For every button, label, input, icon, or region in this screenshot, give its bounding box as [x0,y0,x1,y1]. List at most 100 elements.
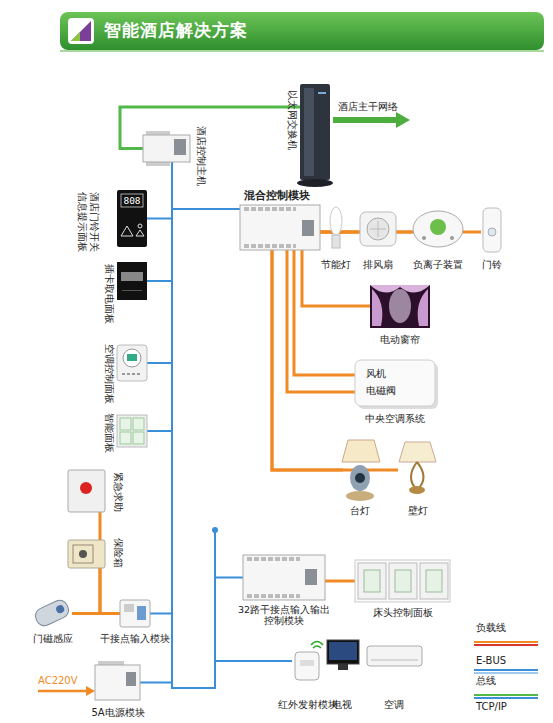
bedside-panel-device-part [358,563,386,599]
smart-panel-device-part [133,418,144,430]
header-bar-part [60,12,544,50]
ac-panel-device-part [127,354,137,361]
desk-lamp-device-part [350,465,370,491]
wall-lamp-device [399,442,436,494]
ionizer-device-part [450,236,454,240]
legend-swatch-line [474,672,538,674]
doorbell-panel-device-part [136,230,144,236]
smart-panel-device-part [120,418,131,430]
ionizer-device [413,211,463,247]
node-label: 壁灯 [398,505,438,517]
io-module-device-part [243,555,325,600]
io-module-device-part [247,594,300,598]
curtain-device-part [370,285,430,293]
backbone-arrow [333,112,410,128]
wire-connector [72,612,120,615]
dry-contact-module-device [120,600,150,627]
bedside-panel-device-part [364,570,380,592]
node-label: 以太网交换机 [286,90,298,170]
safe-device-part [68,540,105,568]
desk-lamp-device [342,440,380,501]
wire-connector [302,250,370,306]
smart-panel-device-part [117,415,147,447]
bus-junction [212,527,218,580]
header-bar-part [60,50,544,52]
device-node: 门铃 [481,207,503,252]
emergency-button-device [68,470,105,512]
device-node: 门磁感应 [33,598,72,628]
bus-junction-part [214,530,216,580]
tv-device-part [327,640,359,664]
annotation-label: 酒店主干网络 [338,101,418,113]
mixed-module-device-part [244,244,296,248]
switch-device-part [297,179,333,187]
wire-connector [272,250,343,470]
power-module-device [95,661,140,700]
doorbell-device [483,208,501,252]
device-node: 空调 [367,645,422,668]
node-label: 混合控制模块 [244,189,334,202]
device-node: 台灯 [343,440,378,502]
wire-connector [172,162,243,688]
infrared-device-part [295,652,319,680]
node-label: 32路干接点输入输出 控制模块 [232,604,336,627]
legend-swatch [474,695,538,698]
legend-swatch [474,670,538,673]
wire-connector [287,250,355,392]
central-ac-box-part [355,360,435,406]
bedside-panel-device [355,560,450,602]
device-node: 干接点输入模块 [120,600,150,627]
power-module-device-part [126,672,136,686]
air-conditioner-device-part [367,646,422,666]
switch-device-part [318,92,326,94]
device-node: 床头控制面板 [355,560,450,602]
wire-connector [147,162,172,219]
power-module-device-part [95,665,140,700]
device-node: 风机电磁阀中央空调系统 [355,360,435,406]
card-panel-device-part [122,290,142,291]
annotation-label: AC220V [38,675,98,687]
node-label: 排风扇 [358,259,398,271]
legend-swatch-line [474,669,538,671]
header-bar [60,12,544,52]
node-label: 保险箱 [112,538,124,572]
device-node: 智能面板 [117,415,147,447]
infrared-device-part [300,660,314,666]
curtain-device-part [389,289,411,323]
annotation-label: 808 [119,195,145,206]
ac-panel-device-part [117,345,147,381]
doorbell-panel-device-part [121,226,133,236]
io-module-device [243,555,325,600]
doorbell-panel-device-part [117,190,147,247]
wall-lamp-device-part [411,462,424,490]
control-host-device-part [146,162,170,166]
node-label: 酒店门铃开关 信息提示面板 [76,192,100,258]
bulb-device [330,207,342,248]
io-module-device-part [247,557,300,561]
switch-device-part [300,84,330,180]
doorbell-device-part [483,208,501,252]
door-sensor-device [33,598,71,629]
wall-lamp-device-part [399,442,436,462]
backbone-arrow-part [333,112,410,128]
legend-swatch [474,642,538,645]
device-node: 紧急求助 [68,470,105,512]
legend-text: 负载线 [476,622,538,634]
header-bar-part [71,32,80,41]
doorbell-panel-device-part [138,224,142,228]
node-label: 门磁感应 [18,633,88,645]
ac220v-arrow-part [38,690,88,693]
device-node: 排风扇 [358,208,398,250]
switch-device-part [304,88,314,176]
control-host-device-part [174,139,186,155]
curtain-device-part [370,285,430,328]
node-label: 酒店控制主机 [195,126,207,196]
device-node: 以太网交换机 [300,84,330,180]
fan-device [360,212,396,246]
device-node: 酒店控制主机 [143,135,190,162]
wire-connector [147,162,172,281]
door-sensor-device-part [55,604,66,615]
ac220v-arrow [38,686,95,696]
wire-connector [147,162,172,431]
switch-device [297,84,333,187]
